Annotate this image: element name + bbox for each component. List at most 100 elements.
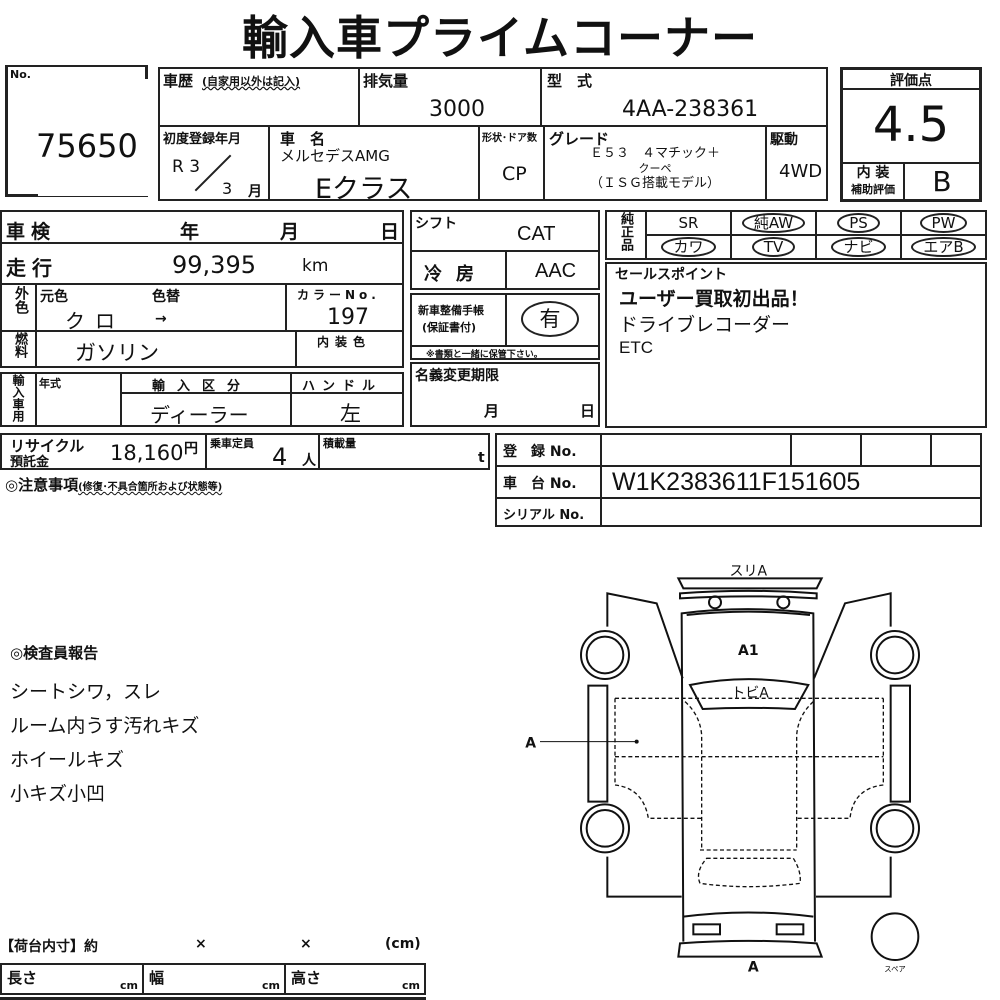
equipment-leather: カワ (661, 237, 716, 257)
import-class-label: 輸入区分 (152, 379, 253, 394)
damage-windshield: トビA (731, 686, 769, 702)
mileage-row: 走行 99,395 km (0, 242, 404, 285)
inspector-label: ◎検査員報告 (10, 644, 99, 662)
cargo-times: × (300, 936, 312, 952)
load-unit: t (478, 450, 485, 466)
lot-label: No. (10, 68, 31, 81)
reg-no-cell (860, 433, 932, 467)
recycle-value: 18,160 (110, 441, 184, 465)
serial-label-cell: シリアル No. (495, 497, 602, 527)
grade-line: クーペ (638, 162, 672, 175)
exterior-color-cell: 元色 色替 クロ → (35, 283, 287, 333)
inspector-line: ルーム内うす汚れキズ (10, 715, 200, 737)
sales-point-line: ドライブレコーダー (619, 314, 791, 336)
handle-header: ハンドル (290, 372, 404, 394)
model-code-cell: 型 式 4AA-238361 (540, 67, 828, 127)
model-code-value: 4AA-238361 (622, 97, 759, 122)
cargo-width-label: 幅 (149, 969, 165, 987)
name-change-cell: 名義変更期限 月 日 (410, 362, 600, 427)
car-name-label: 車 名 (280, 130, 326, 148)
inspection-label: 車検 (6, 221, 57, 243)
equipment-label: 純正品 (618, 212, 633, 251)
fuel-cell: ガソリン (35, 330, 297, 368)
fuel-value: ガソリン (75, 341, 159, 365)
cargo-times: × (195, 936, 207, 952)
chassis-no-value: W1K2383611F151605 (612, 468, 861, 496)
model-code-label: 型 式 (547, 72, 593, 90)
equipment-item: エアB (900, 234, 987, 260)
interior-label: 内 装 (856, 165, 890, 181)
reg-no-cell (790, 433, 862, 467)
manual-value-circled: 有 (521, 301, 579, 337)
interior-color-label: 内装色 (317, 335, 372, 349)
car-right-side (813, 592, 920, 898)
orig-color-value: クロ (65, 309, 125, 333)
equipment-item: TV (730, 234, 817, 260)
inspection-month-unit: 月 (280, 221, 300, 243)
body-cell: 形状･ドア数 CP (478, 125, 545, 201)
serial-no-label: シリアル No. (503, 508, 585, 523)
fuel-label: 燃料 (12, 332, 27, 358)
recycle-sub-label: 預託金 (10, 455, 50, 470)
car-diagram: スリA A1 トビA A A スペア (525, 564, 920, 976)
car-interior-dashed (614, 697, 884, 888)
history-cell: 車歴 (自家用以外は記入) (158, 67, 360, 127)
chassis-cell: W1K2383611F151605 (600, 465, 982, 499)
shift-cell: シフト CAT (410, 210, 600, 252)
car-model-name: Eクラス (315, 174, 413, 205)
reg-no-cell (600, 433, 792, 467)
lot-box: No. 75650 (5, 65, 148, 197)
displacement-value: 3000 (429, 97, 485, 122)
cm-unit: cm (402, 979, 420, 992)
name-change-day-unit: 日 (580, 402, 596, 420)
cargo-unit: (cm) (385, 936, 421, 952)
interior-score: B (932, 165, 952, 198)
body-label: 形状･ドア数 (482, 133, 537, 144)
name-change-month-unit: 月 (484, 402, 500, 420)
score-label: 評価点 (843, 70, 979, 90)
manual-note: ※書類と一緒に保管下さい。 (426, 350, 543, 360)
shift-value: CAT (517, 223, 556, 245)
name-change-label: 名義変更期限 (415, 368, 499, 384)
displacement-label: 排気量 (363, 72, 409, 90)
spare-label: スペア (884, 965, 905, 974)
damage-front: スリA (730, 564, 768, 580)
cargo-label: 【荷台内寸】約 (0, 939, 98, 955)
recycle-label: リサイクル (10, 437, 85, 455)
damage-left-side: A (525, 736, 536, 752)
page-title: 輸入車プライムコーナー (241, 11, 759, 65)
mileage-label: 走行 (6, 256, 58, 280)
import-class-value: ディーラー (150, 403, 249, 427)
car-maker: メルセデスAMG (280, 147, 390, 165)
reg-no-label: 登 録 No. (503, 444, 577, 460)
equipment-item: ナビ (815, 234, 902, 260)
manual-cell: 有 (505, 293, 600, 347)
serial-cell (600, 497, 982, 527)
recycle-unit: 円 (184, 441, 198, 457)
manual-sub-label: (保証書付) (422, 321, 477, 334)
interior-sub-label: 補助評価 (851, 183, 895, 196)
drive-cell: 駆動 4WD (765, 125, 828, 201)
handle-value: 左 (340, 402, 361, 426)
cargo-header: 【荷台内寸】約 × × (cm) (0, 936, 430, 956)
import-label-cell: 輸入車用 (0, 372, 37, 427)
inspector-line: シートシワ，スレ (10, 681, 162, 703)
ac-label: 冷房 (424, 264, 488, 285)
damage-hood: A1 (738, 643, 759, 659)
grade-line: （ＩＳＧ搭載モデル） (589, 176, 720, 191)
sales-points-label: セールスポイント (615, 267, 727, 283)
import-class-header: 輸入区分 (120, 372, 292, 394)
notes-label: ◎注意事項 (5, 476, 79, 494)
fuel-label-cell: 燃料 (0, 330, 37, 368)
first-reg-month: 3 (222, 179, 233, 198)
shift-label: シフト (415, 216, 457, 232)
inspector-line: 小キズ小凹 (10, 783, 106, 805)
manual-label-cell: 新車整備手帳 (保証書付) (410, 293, 507, 347)
equipment-item: PW (900, 210, 987, 236)
import-year-label: 年式 (39, 377, 61, 390)
first-reg-month-unit: 月 (248, 184, 262, 200)
capacity-cell: 乗車定員 4 人 (205, 433, 320, 471)
spare-tire-icon (870, 912, 920, 961)
